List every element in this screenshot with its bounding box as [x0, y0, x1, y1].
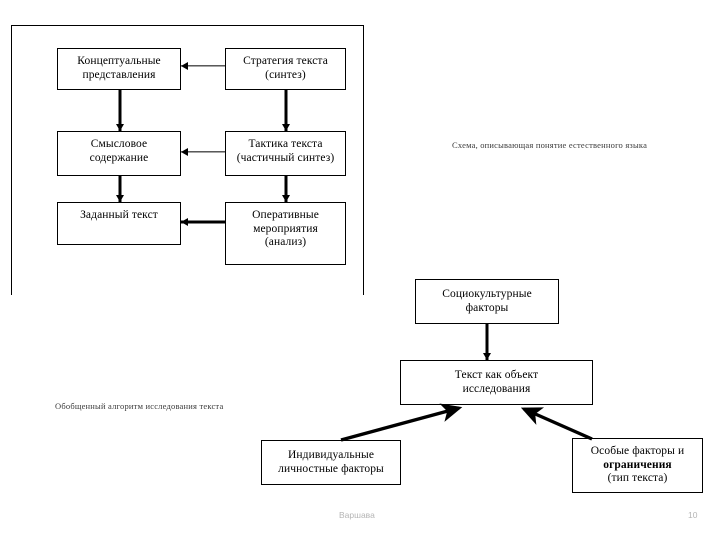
node-line-2: представления [82, 68, 156, 81]
arrow-shaft [118, 176, 122, 202]
node-line-2: факторы [465, 301, 509, 314]
node-text-strategy[interactable]: Стратегия текста (синтез) [225, 48, 346, 90]
arrow-shaft [181, 150, 225, 153]
footer-place-label: Варшава [339, 510, 375, 520]
caption-text-research-algorithm: Обобщенный алгоритм исследования текста [55, 401, 224, 411]
node-operational-measures[interactable]: Оперативные мероприятия (анализ) [225, 202, 346, 265]
node-special-factors[interactable]: Особые факторы и ограничения (тип текста… [572, 438, 703, 493]
arrow-head-icon [282, 124, 290, 131]
node-line-2: мероприятия [253, 222, 318, 235]
node-given-text[interactable]: Заданный текст [57, 202, 181, 245]
arrow-strategy-to-tactics [279, 90, 293, 131]
arrow-shaft [118, 90, 122, 131]
node-line-1: Социокультурные [442, 287, 532, 300]
arrow-shaft [181, 64, 225, 67]
arrow-head-icon [483, 353, 491, 360]
arrow-head-icon [181, 217, 188, 226]
arrow-strategy-to-conceptual [181, 60, 225, 71]
node-line-2: (частичный синтез) [236, 151, 335, 164]
arrow-shaft [284, 176, 288, 202]
node-line-1: Заданный текст [80, 209, 158, 221]
node-text-tactics[interactable]: Тактика текста (частичный синтез) [225, 131, 346, 176]
node-line-2: личностные факторы [278, 462, 384, 475]
arrow-individual-to-text-object [340, 403, 463, 442]
node-line-1: Текст как объект [454, 368, 539, 381]
node-line-1: Концептуальные [77, 55, 161, 67]
node-line-2: (синтез) [265, 68, 306, 81]
arrow-special-to-text-object [520, 407, 593, 441]
node-line-1: Стратегия текста [243, 55, 328, 67]
node-line-1: Смысловое [90, 138, 148, 150]
arrow-shaft [284, 90, 288, 131]
arrow-semantic-to-given-text [113, 176, 127, 202]
node-conceptual-representations[interactable]: Концептуальные представления [57, 48, 181, 90]
node-individual-personal-factors[interactable]: Индивидуальные личностные факторы [261, 440, 401, 485]
arrow-head-icon [181, 61, 188, 70]
caption-natural-language-scheme: Схема, описывающая понятие естественного… [452, 140, 648, 150]
node-line-2: исследования [462, 382, 531, 395]
node-line-1: Тактика текста [248, 138, 323, 150]
node-line-3: (анализ) [264, 236, 307, 249]
arrow-shaft [181, 220, 225, 223]
arrow-head-icon [181, 147, 188, 156]
arrow-tactics-to-semantic [181, 146, 225, 157]
arrow-head-icon [116, 124, 124, 131]
node-line-1: Оперативные [252, 209, 319, 221]
node-line-1: Особые факторы и [590, 445, 685, 458]
arrow-shaft [485, 324, 489, 360]
arrow-operational-to-given-text [181, 216, 225, 227]
node-line-2: содержание [89, 151, 149, 164]
arrow-conceptual-to-semantic [113, 90, 127, 131]
arrow-sociocultural-to-text-object [480, 324, 494, 360]
node-line-3: (тип текста) [607, 472, 668, 485]
arrow-head-icon [282, 195, 290, 202]
footer-page-number: 10 [688, 510, 698, 520]
node-line-2: ограничения [603, 458, 672, 471]
arrow-head-icon [116, 195, 124, 202]
node-text-as-research-object[interactable]: Текст как объект исследования [400, 360, 593, 405]
arrow-tactics-to-operational [279, 176, 293, 202]
node-semantic-content[interactable]: Смысловое содержание [57, 131, 181, 176]
node-line-1: Индивидуальные [287, 448, 375, 461]
node-sociocultural-factors[interactable]: Социокультурные факторы [415, 279, 559, 324]
